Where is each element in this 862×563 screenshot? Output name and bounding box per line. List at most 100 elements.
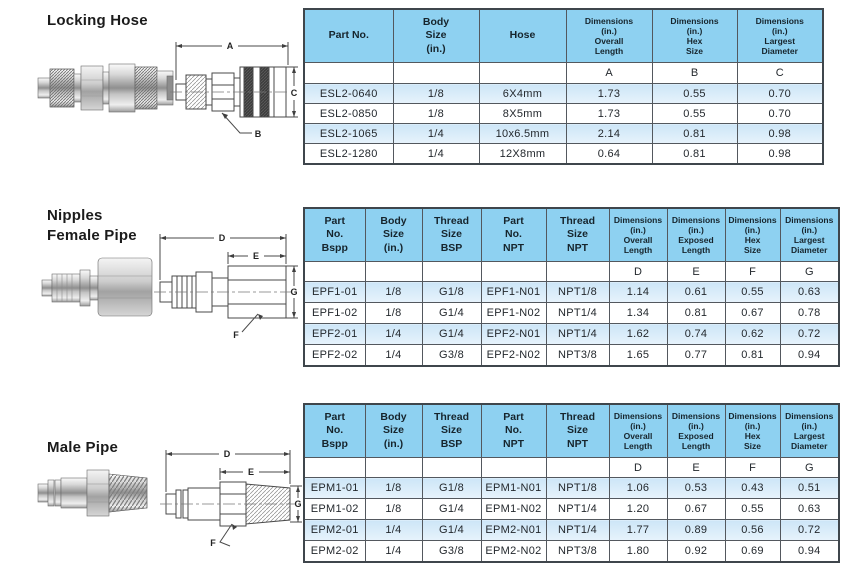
column-header: Thread Size NPT <box>545 403 610 458</box>
dim-label-g: G <box>294 499 301 509</box>
column-header: Part No. Bspp <box>303 403 366 458</box>
table-cell: 1/8 <box>392 83 480 104</box>
column-header: Part No. <box>303 8 394 63</box>
male-pipe-diagram: D E F G <box>160 449 302 548</box>
dim-label-a: A <box>227 41 234 51</box>
table-cell: 1/4 <box>364 323 423 345</box>
table-cell: G1/4 <box>421 323 482 345</box>
locking-hose-diagram: A B C <box>170 41 298 139</box>
dimension-letter: F <box>724 261 781 282</box>
section-title-male-pipe: Male Pipe <box>47 439 118 456</box>
column-header: Part No. NPT <box>480 403 547 458</box>
dimension-letter: G <box>779 457 840 478</box>
dimension-letter <box>545 261 610 282</box>
table-cell: EPM2-02 <box>303 540 366 563</box>
dimension-letter: A <box>565 62 653 84</box>
dim-label-f: F <box>233 330 239 340</box>
table-cell: EPM2-01 <box>303 519 366 541</box>
dimension-letter: D <box>608 261 668 282</box>
table-cell: G1/4 <box>421 519 482 541</box>
column-header: Dimensions (in.) Hex Size <box>724 403 781 458</box>
table-cell: 1/8 <box>364 281 423 303</box>
table-cell: NPT1/8 <box>545 477 610 499</box>
column-header: Part No. Bspp <box>303 207 366 262</box>
dimension-letter <box>480 457 547 478</box>
table-cell: ESL2-0850 <box>303 103 394 124</box>
table-cell: 1/4 <box>364 519 423 541</box>
dimension-letter: E <box>666 457 726 478</box>
column-header: Thread Size BSP <box>421 403 482 458</box>
column-header: Dimensions (in.) Hex Size <box>724 207 781 262</box>
section-title-nipples-female-pipe: Nipples Female Pipe <box>47 207 137 245</box>
table-cell: 0.81 <box>724 344 781 367</box>
table-cell: 1/4 <box>392 123 480 144</box>
table-cell: 0.92 <box>666 540 726 563</box>
column-header: Dimensions (in.) Largest Diameter <box>736 8 824 63</box>
dimension-letter <box>421 261 482 282</box>
dimension-letter <box>421 457 482 478</box>
column-header: Dimensions (in.) Largest Diameter <box>779 207 840 262</box>
dimension-letter <box>364 457 423 478</box>
table-cell: 1/4 <box>392 143 480 165</box>
column-header: Dimensions (in.) Largest Diameter <box>779 403 840 458</box>
table-cell: 0.67 <box>666 498 726 520</box>
table-cell: 0.43 <box>724 477 781 499</box>
table-cell: NPT3/8 <box>545 540 610 563</box>
column-header: Body Size (in.) <box>364 207 423 262</box>
table-cell: 0.98 <box>736 123 824 144</box>
column-header: Dimensions (in.) Exposed Length <box>666 403 726 458</box>
table-cell: 0.89 <box>666 519 726 541</box>
table-cell: 0.64 <box>565 143 653 165</box>
table-cell: 12X8mm <box>478 143 567 165</box>
table-cell: 1.62 <box>608 323 668 345</box>
dimension-letter: C <box>736 62 824 84</box>
table-cell: 1.77 <box>608 519 668 541</box>
table-cell: ESL2-1065 <box>303 123 394 144</box>
table-cell: 0.74 <box>666 323 726 345</box>
dim-label-e: E <box>248 467 254 477</box>
table-cell: EPF1-N02 <box>480 302 547 324</box>
dim-label-f: F <box>210 538 216 548</box>
table-cell: EPM2-N02 <box>480 540 547 563</box>
male-pipe-photo <box>37 469 148 517</box>
column-header: Thread Size BSP <box>421 207 482 262</box>
table-cell: 1/4 <box>364 540 423 563</box>
table-cell: 0.70 <box>736 103 824 124</box>
column-header: Dimensions (in.) Overall Length <box>565 8 653 63</box>
table-cell: EPM1-N02 <box>480 498 547 520</box>
table-cell: EPF1-01 <box>303 281 366 303</box>
table-cell: 0.72 <box>779 323 840 345</box>
table-cell: 1.80 <box>608 540 668 563</box>
table-cell: 1/8 <box>392 103 480 124</box>
table-cell: 1/8 <box>364 302 423 324</box>
table-cell: 0.55 <box>724 281 781 303</box>
table-cell: EPM1-02 <box>303 498 366 520</box>
dimension-letter: G <box>779 261 840 282</box>
table-cell: 0.78 <box>779 302 840 324</box>
table-cell: G1/8 <box>421 281 482 303</box>
table-cell: EPF2-N01 <box>480 323 547 345</box>
table-cell: 0.55 <box>651 83 738 104</box>
dim-label-g: G <box>290 287 297 297</box>
column-header: Dimensions (in.) Hex Size <box>651 8 738 63</box>
table-cell: NPT3/8 <box>545 344 610 367</box>
table-cell: 0.63 <box>779 498 840 520</box>
table-cell: G3/8 <box>421 344 482 367</box>
dimension-letter: F <box>724 457 781 478</box>
dim-label-d: D <box>219 233 226 243</box>
dimension-letter <box>303 62 394 84</box>
table-cell: G1/8 <box>421 477 482 499</box>
